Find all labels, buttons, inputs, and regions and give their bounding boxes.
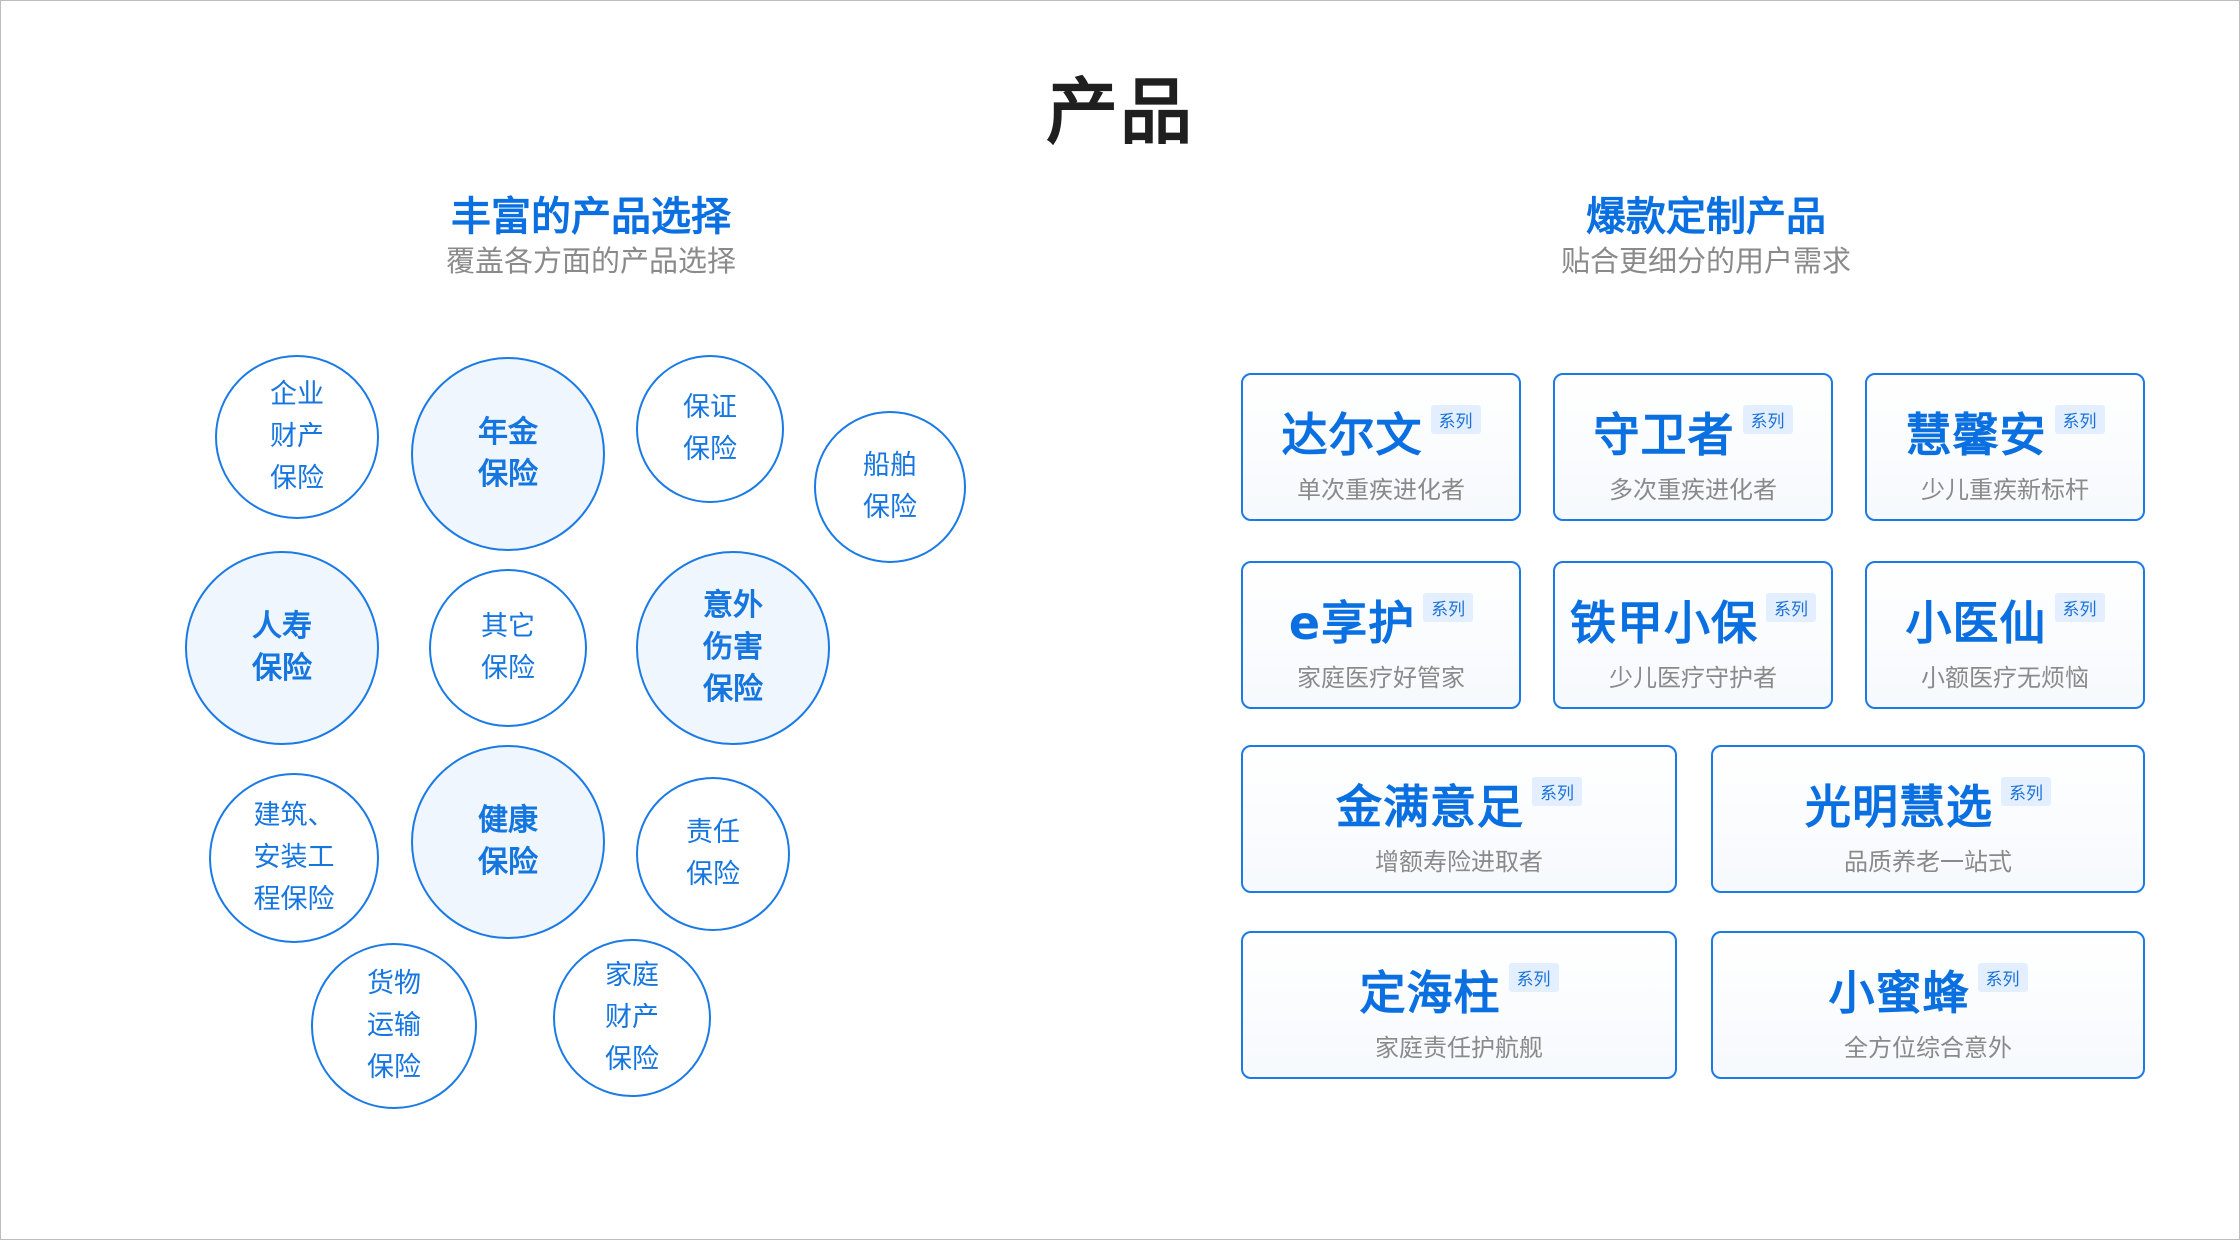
product-desc: 单次重疾进化者 [1297,476,1465,504]
product-name: 小蜜蜂 [1828,966,1970,1020]
series-badge: 系列 [2001,776,2051,806]
bubble-accident: 意外 伤害 保险 [636,551,830,745]
product-desc: 品质养老一站式 [1844,848,2012,876]
product-card-xiaomifeng[interactable]: 小蜜蜂系列 全方位综合意外 [1711,931,2145,1079]
series-badge: 系列 [1766,592,1816,622]
product-desc: 全方位综合意外 [1844,1034,2012,1062]
bubble-cargo: 货物 运输 保险 [311,943,477,1109]
product-card-xiaoyixian[interactable]: 小医仙系列 小额医疗无烦恼 [1865,561,2145,709]
product-desc: 增额寿险进取者 [1375,848,1543,876]
series-badge: 系列 [1508,962,1559,992]
product-desc: 家庭责任护航舰 [1375,1034,1543,1062]
product-desc: 家庭医疗好管家 [1297,664,1465,692]
right-subheading: 贴合更细分的用户需求 [1560,244,1851,278]
series-badge: 系列 [1742,404,1793,434]
right-section-header: 爆款定制产品 贴合更细分的用户需求 [1446,193,1966,281]
product-desc: 小额医疗无烦恼 [1921,664,2089,692]
product-card-jinmanyizu[interactable]: 金满意足系列 增额寿险进取者 [1241,745,1677,893]
series-badge: 系列 [1430,404,1481,434]
page-title: 产品 [1045,70,1194,154]
series-badge: 系列 [1423,592,1474,622]
product-card-guardian[interactable]: 守卫者系列 多次重疾进化者 [1553,373,1833,521]
product-name: 金满意足 [1336,780,1524,834]
bubble-enterprise-property: 企业 财产 保险 [215,355,379,519]
product-name: 光明慧选 [1805,780,1993,834]
product-card-dinghaizhu[interactable]: 定海柱系列 家庭责任护航舰 [1241,931,1677,1079]
product-card-guangminghuixuan[interactable]: 光明慧选系列 品质养老一站式 [1711,745,2145,893]
bubble-liability: 责任 保险 [636,777,790,931]
bubble-health: 健康 保险 [411,745,605,939]
left-subheading: 覆盖各方面的产品选择 [445,244,736,278]
bubble-ship: 船舶 保险 [814,411,966,563]
left-heading: 丰富的产品选择 [451,194,731,240]
bubble-life: 人寿 保险 [185,551,379,745]
series-badge: 系列 [2054,404,2105,434]
right-heading: 爆款定制产品 [1586,194,1826,240]
product-card-tiejiaxiaobao[interactable]: 铁甲小保系列 少儿医疗守护者 [1553,561,1833,709]
left-section-header: 丰富的产品选择 覆盖各方面的产品选择 [331,193,851,281]
product-card-darwin[interactable]: 达尔文系列 单次重疾进化者 [1241,373,1521,521]
bubble-guarantee: 保证 保险 [636,355,784,503]
product-name: 铁甲小保 [1570,596,1758,650]
series-badge: 系列 [1977,962,2028,992]
bubble-construction: 建筑、 安装工 程保险 [209,773,379,943]
product-name: 定海柱 [1359,966,1501,1020]
product-desc: 少儿重疾新标杆 [1921,476,2089,504]
product-name: 达尔文 [1281,408,1423,462]
bubble-annuity: 年金 保险 [411,357,605,551]
product-name: 小医仙 [1905,596,2047,650]
product-card-huixinan[interactable]: 慧馨安系列 少儿重疾新标杆 [1865,373,2145,521]
bubble-home-property: 家庭 财产 保险 [553,939,711,1097]
series-badge: 系列 [2054,592,2105,622]
product-desc: 少儿医疗守护者 [1609,664,1777,692]
product-card-exianghu[interactable]: e享护系列 家庭医疗好管家 [1241,561,1521,709]
product-name: 守卫者 [1593,408,1735,462]
series-badge: 系列 [1532,776,1582,806]
product-name: 慧馨安 [1905,408,2047,462]
product-name: e享护 [1288,596,1416,650]
product-desc: 多次重疾进化者 [1609,476,1777,504]
bubble-other: 其它 保险 [429,569,587,727]
